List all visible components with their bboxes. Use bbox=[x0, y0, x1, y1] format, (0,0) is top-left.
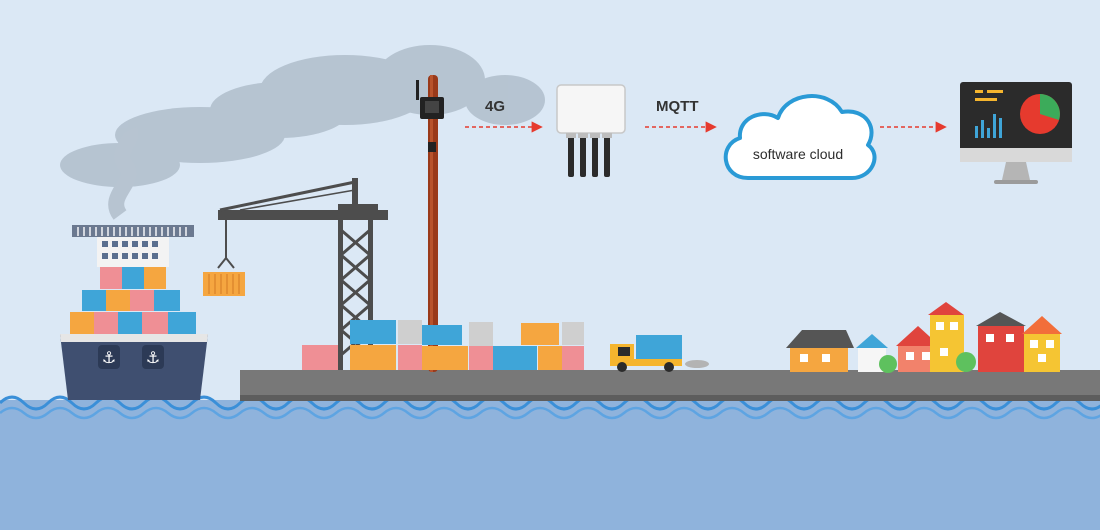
container-truck-icon bbox=[610, 335, 709, 372]
lora-gateway-icon bbox=[556, 84, 626, 177]
link-label-mqtt: MQTT bbox=[656, 98, 699, 115]
link-label-4g: 4G bbox=[485, 98, 506, 115]
cargo-ship-icon: ⚓ ⚓ bbox=[60, 225, 208, 400]
residential-houses-icon bbox=[786, 302, 1062, 373]
harbor-crane-icon bbox=[203, 178, 388, 370]
svg-text:⚓: ⚓ bbox=[102, 348, 116, 367]
cloud-icon bbox=[723, 94, 877, 180]
dock-containers bbox=[302, 320, 584, 370]
dock bbox=[240, 370, 1100, 398]
cloud-label: software cloud bbox=[752, 146, 844, 162]
svg-text:⚓: ⚓ bbox=[146, 348, 160, 367]
dock-edge bbox=[240, 395, 1100, 401]
sea bbox=[0, 400, 1100, 530]
dashboard-monitor-icon bbox=[960, 82, 1072, 184]
chimney-smoke bbox=[108, 126, 139, 220]
smoke-plume bbox=[60, 45, 545, 187]
iot-sensor-device-icon bbox=[416, 80, 444, 152]
